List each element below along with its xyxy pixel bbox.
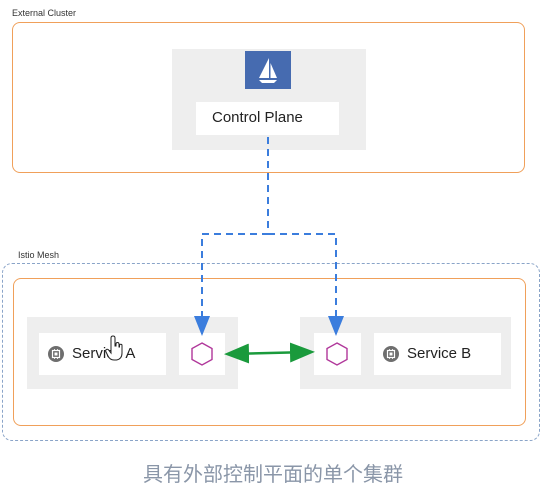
service-to-service-link <box>224 342 315 364</box>
external-cluster-label: External Cluster <box>12 8 77 18</box>
control-plane-label: Control Plane <box>212 109 303 126</box>
chip-icon <box>383 346 399 362</box>
service-b-card[interactable]: Service B <box>374 333 501 375</box>
diagram-caption: 具有外部控制平面的单个集群 <box>143 462 403 486</box>
hand-cursor-icon <box>105 335 123 361</box>
service-b-label: Service B <box>407 345 472 362</box>
istio-mesh-label: Istio Mesh <box>18 250 60 260</box>
istio-mesh-box <box>2 263 540 441</box>
hexagon-icon <box>191 342 213 366</box>
hexagon-icon <box>326 342 348 366</box>
istio-sail-icon <box>259 58 277 83</box>
chip-icon <box>48 346 64 362</box>
control-plane-link-a <box>194 137 269 336</box>
service-a-card[interactable]: Service A <box>39 333 166 375</box>
control-plane-link-b <box>268 233 344 336</box>
istio-logo <box>245 51 291 89</box>
service-a-proxy-card <box>179 333 225 375</box>
control-plane-card: Control Plane <box>196 102 339 135</box>
service-b-proxy-card <box>314 333 361 375</box>
